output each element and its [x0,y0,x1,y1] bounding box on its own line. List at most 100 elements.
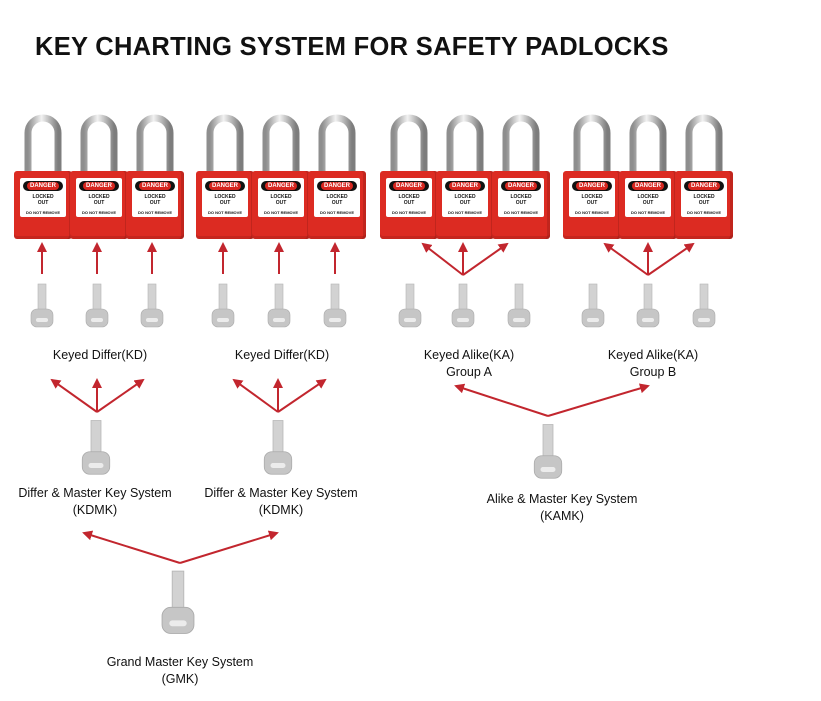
danger-header: DANGER [317,181,357,191]
key-icon [533,423,563,479]
danger-header: DANGER [23,181,63,191]
label-kdmk-1-line1: Differ & Master Key System [18,486,172,500]
label-kd-1: Keyed Differ(KD) [48,347,152,364]
arrow [232,378,279,413]
shackle [446,114,484,181]
label-kdmk-2-line1: Differ & Master Key System [204,486,358,500]
label-gmk-line2: (GMK) [161,672,199,686]
danger-header: DANGER [79,181,119,191]
tag-text-do-not-remove: DO NOT REMOVE [447,210,482,215]
key-icon [398,283,422,328]
shackle [318,114,356,181]
danger-header: DANGER [628,181,668,191]
tag-text-do-not-remove: DO NOT REMOVE [391,210,426,215]
danger-header: DANGER [389,181,429,191]
tag-text-do-not-remove: DO NOT REMOVE [25,210,60,215]
arrow [82,530,181,564]
label-ka-a-line1: Keyed Alike(KA) [423,348,515,362]
label-kdmk-2-line2: (KDMK) [258,503,304,517]
label-kamk-line2: (KAMK) [540,509,584,523]
key-icon [81,419,111,475]
key-icon [30,283,54,328]
danger-header: DANGER [135,181,175,191]
arrow [421,242,464,276]
label-kdmk-1: Differ & Master Key System (KDMK) [6,485,184,519]
key-icon [211,283,235,328]
key-icon [267,283,291,328]
tag-text-do-not-remove: DO NOT REMOVE [207,210,242,215]
arrow [96,378,145,413]
danger-header: DANGER [205,181,245,191]
label-kd-2-text: Keyed Differ(KD) [234,348,330,362]
label-gmk-line1: Grand Master Key System [106,655,254,669]
arrow [454,383,549,417]
tag-text-do-not-remove: DO NOT REMOVE [686,210,721,215]
shackle [390,114,428,181]
shackle [685,114,723,181]
shackle [206,114,244,181]
arrow [547,383,650,417]
label-kdmk-2: Differ & Master Key System (KDMK) [192,485,370,519]
key-icon [636,283,660,328]
label-ka-group-a: Keyed Alike(KA) Group A [410,347,528,381]
tag-text-do-not-remove: DO NOT REMOVE [81,210,116,215]
label-ka-b-line2: Group B [629,365,677,379]
danger-header: DANGER [501,181,541,191]
shackle [262,114,300,181]
danger-header: DANGER [261,181,301,191]
shackle [573,114,611,181]
page-title: KEY CHARTING SYSTEM FOR SAFETY PADLOCKS [35,33,669,61]
danger-header: DANGER [445,181,485,191]
key-icon [451,283,475,328]
shackle [24,114,62,181]
tag-text-do-not-remove: DO NOT REMOVE [630,210,665,215]
label-kamk-line1: Alike & Master Key System [486,492,638,506]
label-ka-a-line2: Group A [446,365,492,379]
arrow [603,242,649,276]
arrow [462,242,509,276]
label-kd-1-text: Keyed Differ(KD) [52,348,148,362]
tag-text-do-not-remove: DO NOT REMOVE [503,210,538,215]
label-kd-2: Keyed Differ(KD) [230,347,334,364]
shackle [629,114,667,181]
key-icon [140,283,164,328]
key-icon [581,283,605,328]
danger-header: DANGER [572,181,612,191]
key-icon [323,283,347,328]
shackle [80,114,118,181]
arrow [50,378,98,413]
shackle [502,114,540,181]
label-ka-b-line1: Keyed Alike(KA) [607,348,699,362]
key-icon [507,283,531,328]
key-icon [161,570,195,635]
label-gmk: Grand Master Key System (GMK) [97,654,263,688]
key-icon [85,283,109,328]
tag-text-do-not-remove: DO NOT REMOVE [137,210,172,215]
arrow [277,378,327,413]
label-ka-group-b: Keyed Alike(KA) Group B [594,347,712,381]
tag-text-do-not-remove: DO NOT REMOVE [319,210,354,215]
